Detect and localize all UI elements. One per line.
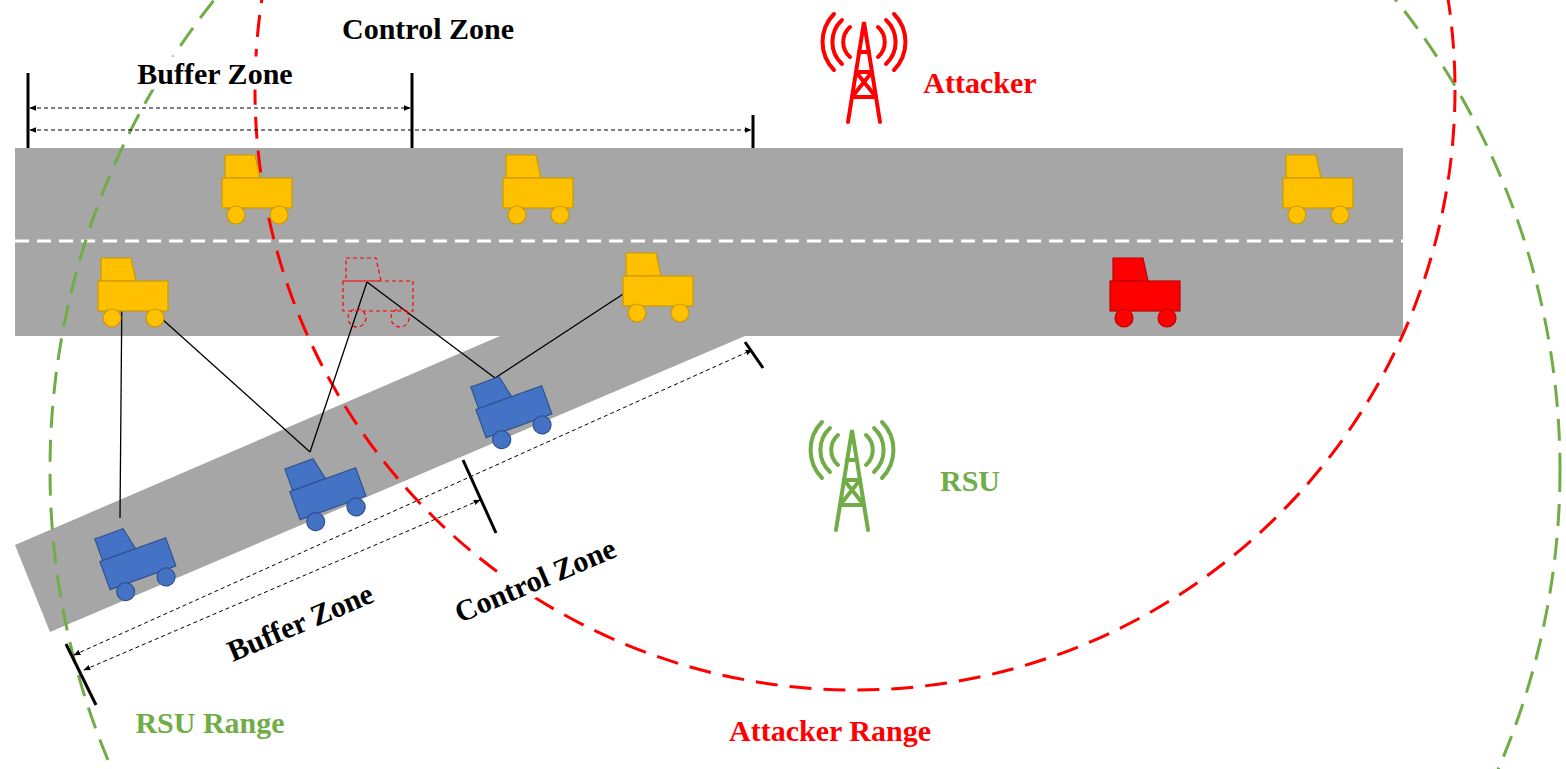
rsu-range — [50, 0, 1560, 769]
ghost-vehicle — [343, 258, 413, 327]
v2v-links — [120, 282, 640, 518]
ramp-brackets — [66, 342, 763, 705]
range-label: RSU Range — [132, 706, 287, 739]
rsu-label: RSU — [937, 464, 1003, 497]
mainline-vehicles — [98, 155, 1353, 327]
zone-label: Control Zone — [339, 12, 517, 45]
zone-label: Buffer Zone — [134, 57, 295, 90]
zone-label: Buffer Zone — [219, 575, 380, 668]
lane-line — [15, 240, 1403, 243]
ramp-vehicles — [92, 364, 557, 605]
zone-label: Control Zone — [447, 530, 624, 630]
ramp-road — [15, 336, 745, 632]
range-label: Attacker Range — [726, 714, 934, 747]
attacker-label: Attacker — [920, 66, 1039, 99]
rsu-tower — [811, 422, 894, 530]
attacker-range — [255, 0, 1455, 690]
attacker-tower — [823, 14, 906, 122]
attacker-vehicle — [1110, 258, 1180, 327]
main-road — [15, 148, 1403, 336]
